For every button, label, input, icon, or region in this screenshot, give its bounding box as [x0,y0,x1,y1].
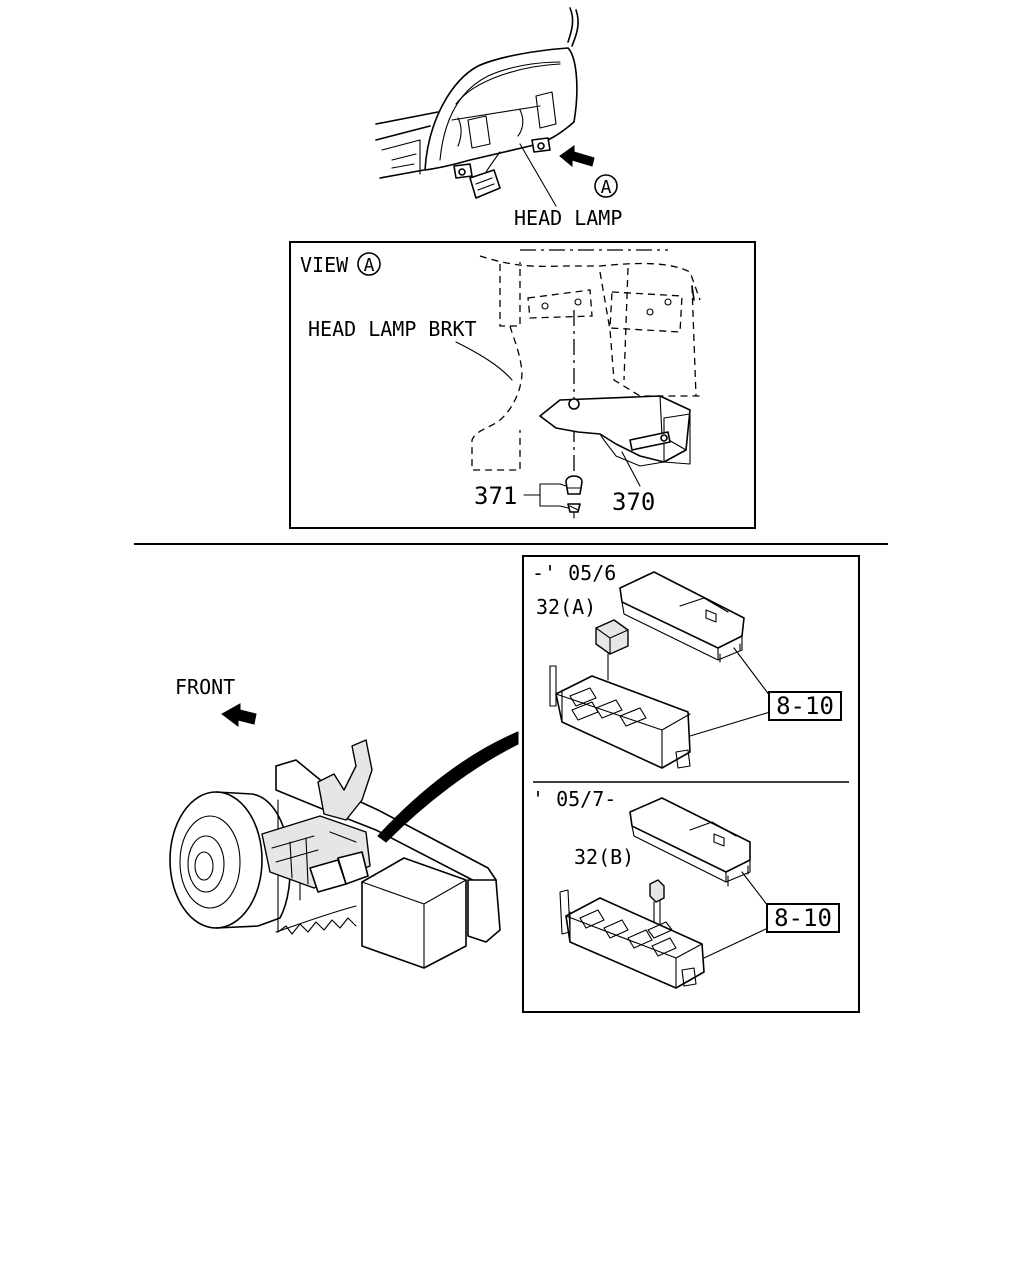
upper-ref-leaders [689,647,771,737]
lower-ref-box[interactable] [766,903,840,933]
wheel-rim [179,815,241,909]
grille-detail [381,139,421,175]
lower-cover-side [631,825,751,883]
crossmember [467,879,501,943]
head-lamp-label: HEAD LAMP [514,206,622,230]
detail-frame [522,555,860,1013]
panel-mark [691,285,695,301]
upper-base-slots [569,687,647,727]
lower-date-range: ' 05/7- [532,787,616,811]
lower-base-foot [681,967,697,987]
brkt-hole [574,298,582,306]
part-371-label: 371 [474,482,517,510]
lower-relay-cover [629,797,751,873]
lower-ref-label: 8-10 [774,904,832,932]
brkt-hole [541,302,549,310]
upper-base-tab [549,665,557,707]
upper-cover-pins [719,643,741,663]
variant-upper: -' 05/6 32(A) 8-10 [532,561,842,769]
view-a-marker-letter: A [364,255,375,276]
part-370-label: 370 [612,488,655,516]
body-panel-edge [623,267,697,397]
lower-cover-pins [727,865,749,887]
view-direction-arrow [559,145,595,168]
brkt-flange [527,289,593,319]
upper-base-edges [555,689,691,769]
upper-cover-side [621,601,743,661]
lower-relay-base [565,897,705,989]
panel-hole [646,308,654,316]
lower-cover-detail [689,821,737,847]
view-marker-letter: A [601,177,612,198]
screw-thread [569,505,579,519]
upper-part-label: 32(A) [536,595,596,619]
connector-detail [475,177,495,191]
mount-hole [458,168,466,176]
body-edge-line [567,7,579,47]
view-a-panel: VIEW A HEAD LAMP BRKT 370 [289,241,756,529]
variant-lower: ' 05/7- 32(B) 8-10 [532,787,840,989]
relay-blocks [309,851,369,893]
lamp-connector [469,169,501,199]
cut-line [277,917,357,935]
bracket-tab [629,431,671,451]
lamp-reflector [457,109,524,147]
lamp-wire [485,151,501,173]
bracket-tab-hole [660,434,668,442]
part-370-leader [621,451,641,487]
callout-wedge [377,731,519,843]
relay-bracket-370 [539,395,691,463]
upper-date-range: -' 05/6 [532,561,616,585]
upper-ref-box[interactable] [768,691,842,721]
view-a-title: VIEW [300,253,349,277]
upper-base-foot [675,749,691,769]
front-label: FRONT [175,675,235,699]
lamp-lens-lines [451,63,561,121]
wheel-center [194,851,214,881]
upper-cover-detail [679,597,729,623]
head-lamp-brkt [471,262,523,471]
relay-32b [649,879,665,903]
view-a-frame [289,241,756,529]
lower-part-label: 32(B) [574,845,634,869]
mount-hole [537,142,545,150]
location-illustration: FRONT [169,675,519,969]
lamp-texture [467,91,557,149]
detail-panel: -' 05/6 32(A) 8-10 ' 05/7- 32(B) [522,555,860,1013]
view-a-marker-circle [357,252,381,276]
upper-ref-label: 8-10 [776,692,834,720]
lower-base-slots [579,909,677,957]
lower-base-tab [559,889,571,935]
head-lamp-illustration: A HEAD LAMP [375,7,622,230]
front-arrow [221,703,257,727]
lamp-inner-rim [439,61,561,161]
bracket-plate [663,413,691,465]
battery [361,857,467,969]
wheel-hub [187,835,225,893]
bracket-hole [568,398,580,410]
head-lamp-brkt-label: HEAD LAMP BRKT [308,317,477,341]
panel-hole [664,298,672,306]
relay-32a-edges [595,627,629,655]
relay-bracket-location [317,739,373,821]
head-lamp-leader [519,143,557,207]
view-marker-circle [594,174,618,198]
clip-371 [565,475,583,495]
grille-lines [375,111,439,179]
panel-recess [609,291,683,333]
battery-edges [361,879,467,969]
part-371-bracket-leader [523,483,569,509]
head-lamp-brkt-leader [455,341,513,381]
relay-box-detail [271,831,357,885]
lower-ref-leaders [703,871,769,959]
